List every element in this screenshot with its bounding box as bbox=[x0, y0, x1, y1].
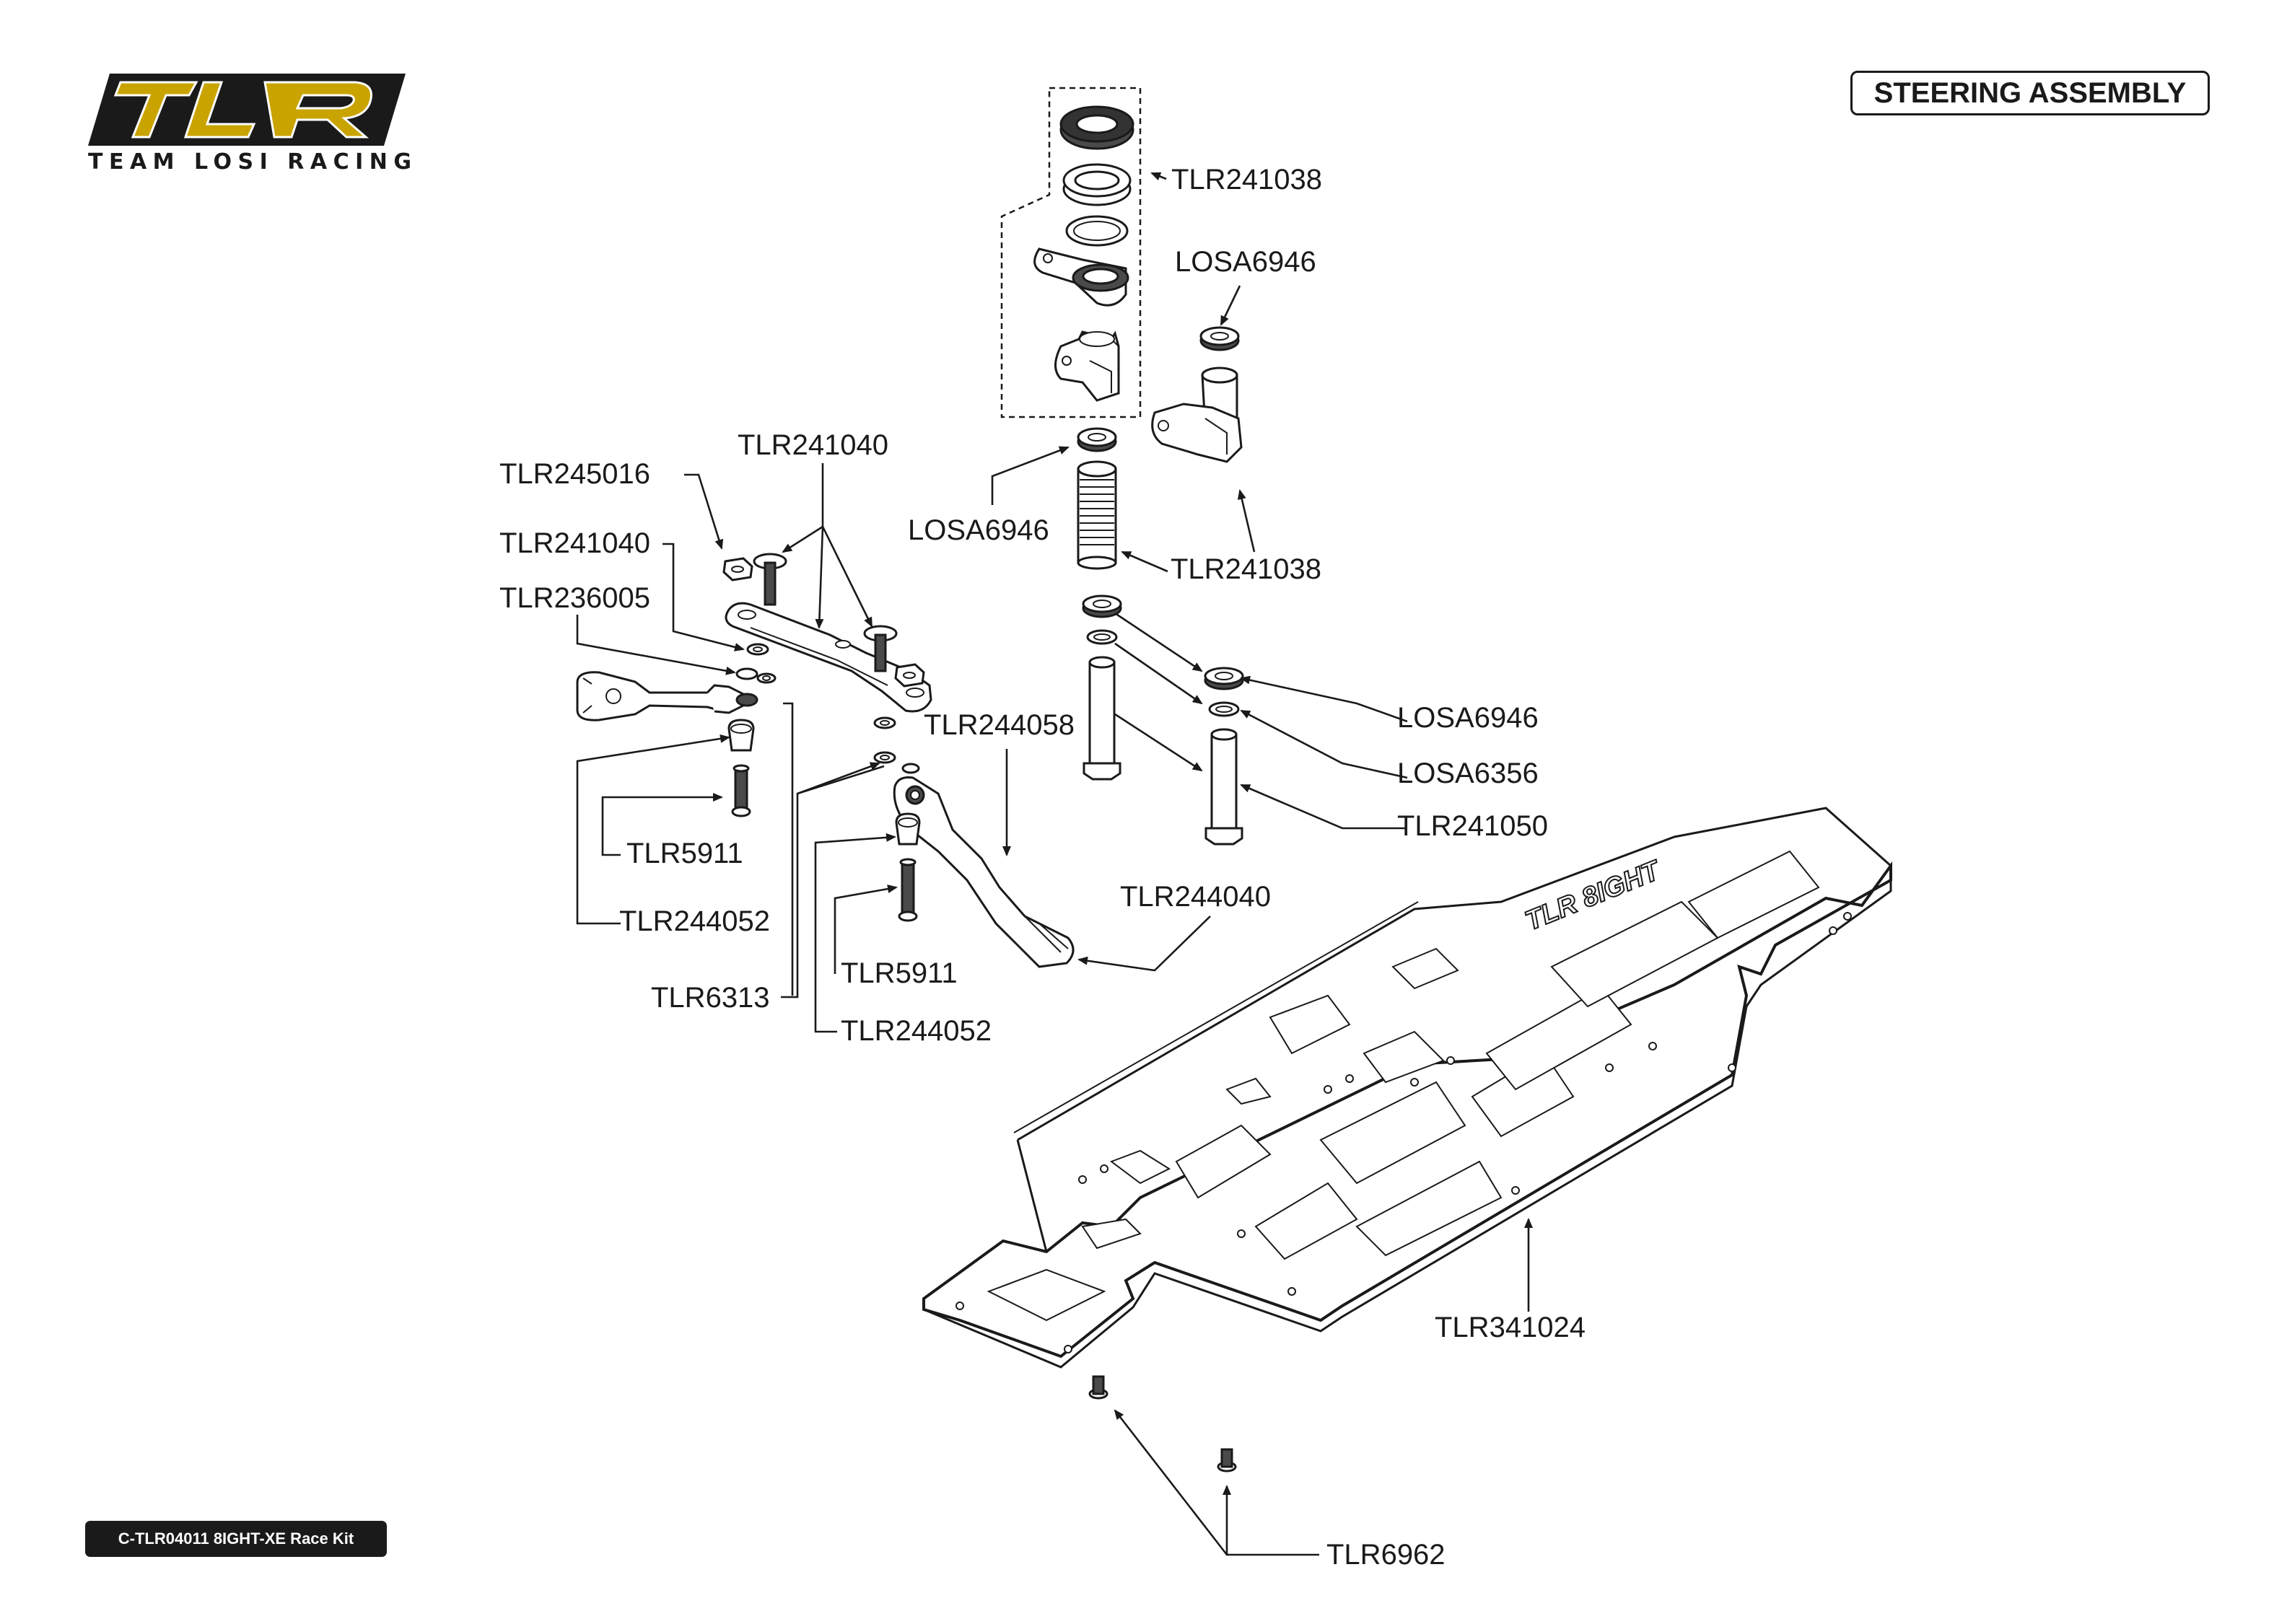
spacers-left bbox=[735, 643, 777, 684]
servo-saver-stack bbox=[1000, 87, 1142, 418]
bearing-top-post bbox=[1077, 427, 1117, 452]
callout-losa6946-left: LOSA6946 bbox=[908, 514, 1049, 546]
drag-link bbox=[725, 602, 932, 713]
servo-saver-upper-arm bbox=[1033, 247, 1129, 307]
washer bbox=[1065, 215, 1129, 247]
right-post-hardware bbox=[1204, 667, 1244, 846]
chassis-screw-1 bbox=[1088, 1375, 1108, 1400]
threaded-post bbox=[1077, 460, 1117, 570]
callout-losa6946-right: LOSA6946 bbox=[1397, 702, 1539, 734]
callout-tlr6313: TLR6313 bbox=[651, 982, 770, 1014]
kit-label: C-TLR04011 8IGHT-XE Race Kit bbox=[85, 1521, 387, 1557]
callout-tlr241040-left: TLR241040 bbox=[499, 527, 650, 559]
dashed-group-outline bbox=[1000, 87, 1142, 418]
callout-tlr241040-top: TLR241040 bbox=[738, 429, 888, 461]
callout-tlr244052-b: TLR244052 bbox=[841, 1015, 992, 1047]
callout-tlr5911-b: TLR5911 bbox=[841, 957, 958, 989]
chassis-plate: TLR 8IGHT bbox=[922, 807, 1892, 1369]
callout-labels: TLR241038 LOSA6946 LOSA6946 TLR241038 TL… bbox=[499, 164, 1586, 1571]
right-tie-rod bbox=[893, 776, 1075, 968]
callout-losa6356: LOSA6356 bbox=[1397, 758, 1539, 789]
callout-losa6946-top: LOSA6946 bbox=[1175, 246, 1316, 278]
callout-tlr244052-a: TLR244052 bbox=[619, 905, 770, 937]
callout-tlr241038-post: TLR241038 bbox=[1171, 553, 1321, 585]
callout-tlr236005: TLR236005 bbox=[499, 582, 650, 614]
callout-tlr341024: TLR341024 bbox=[1435, 1312, 1586, 1343]
screw-top-right bbox=[863, 625, 898, 672]
nut-right bbox=[894, 663, 925, 688]
callout-tlr241050: TLR241050 bbox=[1397, 810, 1548, 842]
left-pivot-ball bbox=[727, 719, 755, 752]
leader-lines bbox=[576, 172, 1533, 1556]
page-title: STEERING ASSEMBLY bbox=[1850, 71, 2210, 115]
logo-tagline: TEAM LOSI RACING bbox=[88, 149, 413, 175]
left-post-hardware bbox=[1082, 594, 1122, 781]
left-long-screw bbox=[731, 764, 751, 817]
callout-tlr245016: TLR245016 bbox=[499, 458, 650, 490]
spacers-right bbox=[873, 716, 920, 774]
callout-tlr5911-a: TLR5911 bbox=[626, 838, 743, 869]
chassis-screw-2 bbox=[1217, 1448, 1237, 1472]
tlr-logo: TEAM LOSI RACING bbox=[81, 66, 427, 175]
callout-tlr241038-top: TLR241038 bbox=[1171, 164, 1322, 196]
nut-top-left bbox=[722, 557, 753, 581]
callout-tlr244040: TLR244040 bbox=[1120, 881, 1271, 913]
spring bbox=[1062, 163, 1132, 206]
screw-top-left bbox=[753, 553, 787, 606]
right-pivot-ball bbox=[895, 812, 921, 846]
callout-tlr244058: TLR244058 bbox=[924, 709, 1075, 741]
right-long-screw bbox=[898, 858, 918, 922]
top-nut bbox=[1059, 105, 1134, 150]
left-tie-rod bbox=[576, 671, 758, 721]
callout-tlr6962: TLR6962 bbox=[1326, 1539, 1446, 1571]
idler-bellcrank bbox=[1151, 326, 1243, 463]
servo-saver-lower-arm bbox=[1054, 330, 1120, 402]
